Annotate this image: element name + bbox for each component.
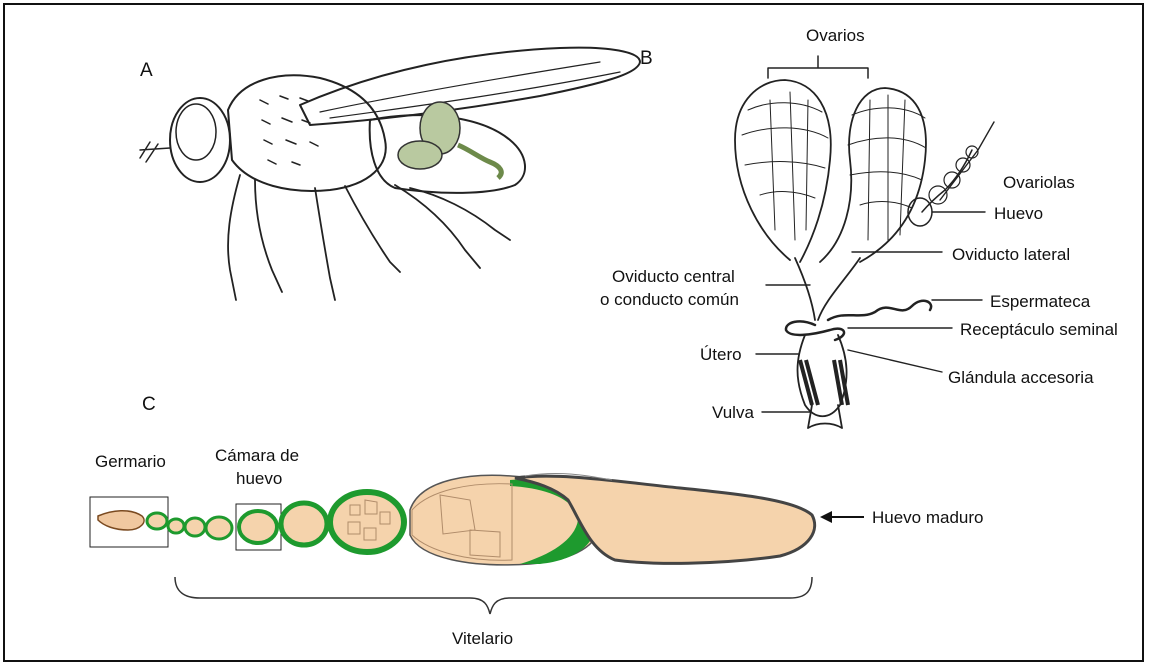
- fly-reproductive-tract: [458, 145, 501, 178]
- reproductive-system-illustration: [735, 80, 978, 428]
- label-espermateca: Espermateca: [990, 292, 1091, 311]
- egg-chamber: [147, 513, 167, 529]
- ovary-left: [735, 80, 831, 262]
- label-huevo-maduro: Huevo maduro: [872, 508, 984, 527]
- label-huevo: Huevo: [994, 204, 1043, 223]
- ovary-right: [820, 88, 926, 262]
- egg: [908, 198, 932, 226]
- label-glandula-accesoria: Glándula accesoria: [948, 368, 1094, 387]
- fly-head: [170, 98, 230, 182]
- spermatheca-coil: [828, 301, 931, 320]
- huevo-maduro-arrowhead: [820, 511, 832, 523]
- fly-leg: [410, 188, 510, 240]
- fly-wing: [300, 48, 640, 125]
- label-germario: Germario: [95, 452, 166, 471]
- label-ovariolas: Ovariolas: [1003, 173, 1075, 192]
- fly-illustration: [140, 48, 640, 300]
- seminal-receptacle-coil: [786, 321, 844, 340]
- label-oviducto-lateral: Oviducto lateral: [952, 245, 1070, 264]
- panel-b-label: B: [640, 48, 653, 69]
- egg-chamber: [330, 492, 404, 552]
- germarium: [98, 511, 144, 530]
- leader-glandula: [848, 350, 942, 372]
- label-camara-line2: huevo: [236, 469, 282, 488]
- label-vulva: Vulva: [712, 403, 754, 422]
- ovary-right-ovarioles: [848, 95, 926, 240]
- label-vitelario: Vitelario: [452, 629, 513, 648]
- label-ovarios: Ovarios: [806, 26, 865, 45]
- fly-leg: [228, 175, 240, 300]
- panel-b: B Ovarios: [600, 26, 1118, 428]
- fly-leg: [255, 180, 282, 292]
- label-receptaculo-seminal: Receptáculo seminal: [960, 320, 1118, 339]
- ovariole-illustration: [90, 473, 815, 564]
- egg-chamber: [168, 519, 184, 533]
- oviducts: [795, 258, 860, 320]
- ovarios-bracket: [768, 56, 868, 78]
- label-camara-line1: Cámara de: [215, 446, 299, 465]
- egg-chamber: [281, 503, 327, 545]
- panel-c: C Germario Cámara de huevo: [90, 394, 984, 648]
- ovariole-bead: [944, 172, 960, 188]
- accessory-glands: [800, 360, 848, 405]
- fly-antenna: [140, 142, 170, 162]
- egg-chamber: [185, 518, 205, 536]
- egg-chamber: [206, 517, 232, 539]
- fly-eye: [176, 104, 216, 160]
- panel-a-label: A: [140, 60, 153, 81]
- vitelario-brace: [175, 577, 812, 614]
- label-oviducto-central-line1: Oviducto central: [612, 267, 735, 286]
- fly-ovary: [398, 141, 442, 169]
- fly-leg: [345, 186, 400, 272]
- fly-leg: [315, 188, 335, 300]
- thorax-bristles: [260, 96, 318, 165]
- panel-c-label: C: [142, 394, 156, 415]
- label-utero: Útero: [700, 345, 742, 364]
- panel-a: A: [140, 48, 640, 300]
- egg-chamber: [239, 511, 277, 543]
- wing-vein: [320, 62, 600, 112]
- fly-thorax: [228, 75, 386, 191]
- label-oviducto-central-line2: o conducto común: [600, 290, 739, 309]
